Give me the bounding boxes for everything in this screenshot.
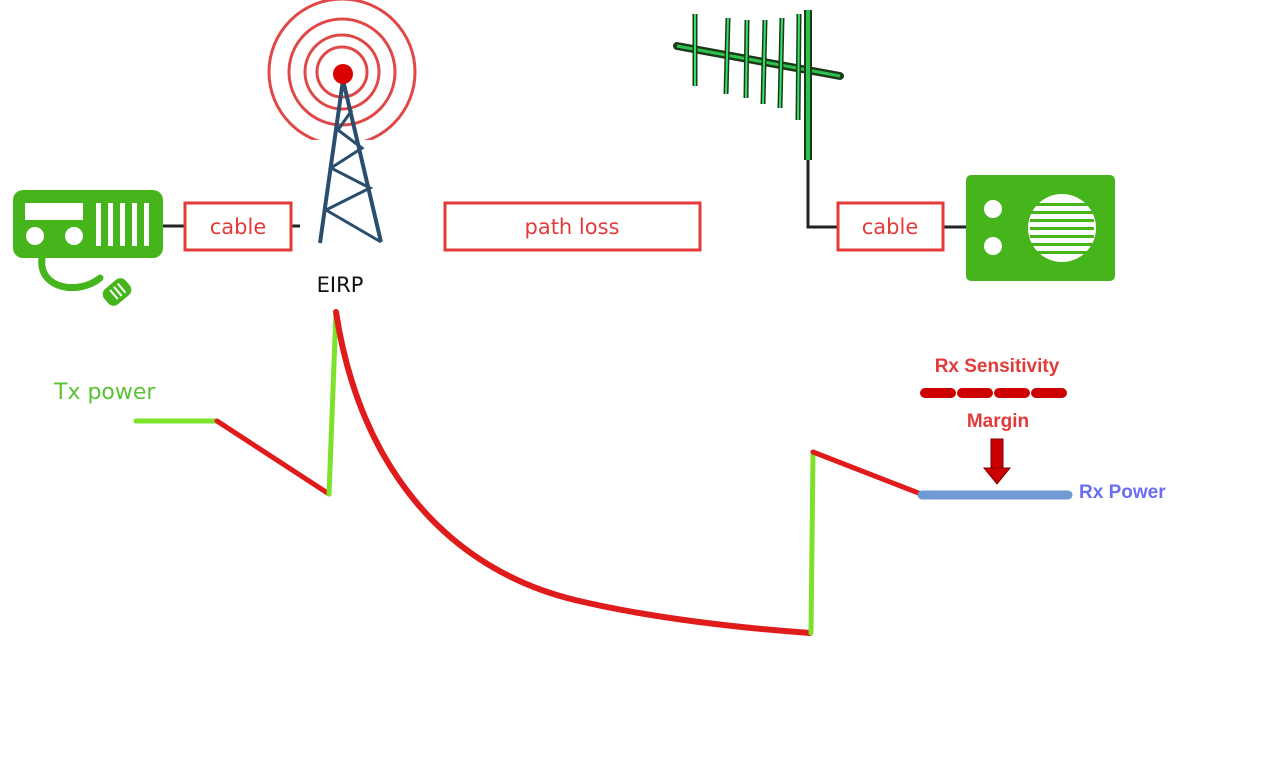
path-loss-curve (333, 309, 813, 636)
tx-cable-label: cable (210, 215, 267, 239)
rx-cable-loss-segment (810, 449, 924, 497)
rx-cable-box (836, 201, 945, 252)
tx-cable-loss-segment (214, 418, 332, 497)
radio-transmitter-icon (13, 190, 163, 306)
radio-tower-icon (267, 0, 417, 250)
rx-antenna-connector (806, 160, 838, 229)
tx-cable-box (183, 201, 293, 252)
rx-power-label: Rx Power (1079, 482, 1166, 503)
arrow-down-icon (982, 438, 1012, 485)
rx-cable-label: cable (862, 215, 919, 239)
path-loss-box (443, 201, 702, 252)
eirp-label: EIRP (317, 273, 364, 297)
radio-receiver-icon (966, 175, 1115, 281)
margin-label: Margin (967, 411, 1029, 432)
path-loss-label: path loss (525, 215, 620, 239)
yagi-antenna-icon (673, 10, 844, 160)
rx-antenna-gain-segment (808, 449, 816, 636)
tx-power-label: Tx power (53, 380, 156, 405)
rx-sensitivity-label: Rx Sensitivity (935, 356, 1060, 377)
tx-antenna-gain-segment (326, 309, 339, 497)
